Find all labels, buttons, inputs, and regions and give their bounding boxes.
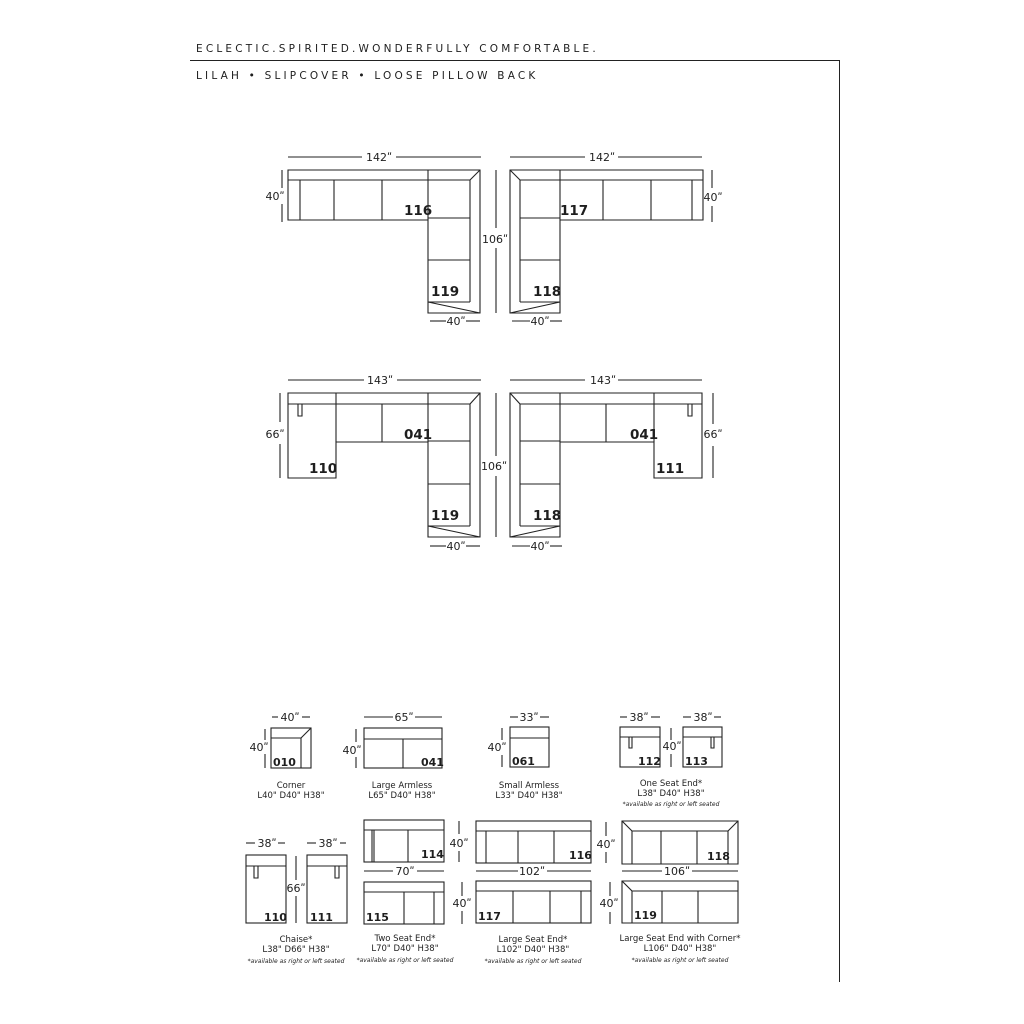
dim-40: 40ʺ	[280, 711, 299, 724]
piece-name: Chaise*	[280, 935, 313, 945]
dim-33: 33ʺ	[519, 711, 538, 724]
dim-66: 66ʺ	[265, 428, 284, 441]
right-rule	[839, 60, 840, 982]
piece-chaise: 38ʺ 38ʺ 66ʺ 110 111 Chaise* L38" D66" H3…	[245, 837, 348, 965]
dim-143: 143ʺ	[367, 374, 393, 387]
dim-40: 40ʺ	[265, 190, 284, 203]
piece-note: *available as right or left seated	[357, 957, 454, 964]
piece-small-armless: 33ʺ 40ʺ 061 Small Armless L33" D40" H38"	[487, 711, 562, 801]
piece-dims: L106" D40" H38"	[644, 944, 717, 954]
code-116: 116	[404, 203, 432, 219]
code-113: 113	[685, 755, 708, 768]
piece-name: Small Armless	[499, 781, 560, 791]
piece-two-seat-end: 114 40ʺ 70ʺ 40ʺ 115 Two Seat End* L70" D…	[357, 819, 472, 964]
code-111: 111	[656, 461, 684, 477]
dim-38: 38ʺ	[318, 837, 337, 850]
piece-dims: L65" D40" H38"	[368, 791, 435, 801]
code-041: 041	[421, 756, 444, 769]
code-110: 110	[309, 461, 337, 477]
sectional-117-118: 142ʺ 40ʺ 117 118 40ʺ	[509, 151, 723, 328]
dim-143: 143ʺ	[590, 374, 616, 387]
piece-note: *available as right or left seated	[623, 801, 720, 808]
code-118: 118	[707, 850, 730, 863]
piece-large-seat-end: 116 40ʺ 102ʺ 117 Large Seat End* L102" D…	[475, 820, 616, 965]
code-061: 061	[512, 755, 535, 768]
piece-dims: L38" D66" H38"	[262, 945, 329, 955]
dim-106: 106ʺ	[664, 865, 690, 878]
dim-102: 102ʺ	[519, 865, 545, 878]
piece-name: Large Armless	[372, 781, 433, 791]
piece-name: Large Seat End with Corner*	[620, 934, 741, 944]
dim-66: 66ʺ	[703, 428, 722, 441]
piece-dims: L70" D40" H38"	[371, 944, 438, 954]
piece-name: Two Seat End*	[374, 934, 436, 944]
dim-40: 40ʺ	[452, 897, 471, 910]
piece-name: Large Seat End*	[499, 935, 568, 945]
piece-corner: 40ʺ 40ʺ 010 Corner L40" D40" H38"	[249, 711, 324, 801]
dim-40: 40ʺ	[596, 838, 615, 851]
dim-40: 40ʺ	[446, 315, 465, 328]
sectional-110-041-119: 143ʺ 66ʺ 110 041 119 40ʺ	[265, 374, 481, 553]
code-111: 111	[310, 911, 333, 924]
dim-38: 38ʺ	[629, 711, 648, 724]
code-119: 119	[431, 508, 459, 524]
dim-40: 40ʺ	[487, 741, 506, 754]
header-rule	[190, 60, 840, 61]
code-112: 112	[638, 755, 661, 768]
dim-40: 40ʺ	[599, 897, 618, 910]
code-041: 041	[404, 427, 432, 443]
piece-note: *available as right or left seated	[632, 957, 729, 964]
piece-dims: L33" D40" H38"	[495, 791, 562, 801]
piece-note: *available as right or left seated	[485, 958, 582, 965]
code-116: 116	[569, 849, 592, 862]
code-110: 110	[264, 911, 287, 924]
code-115: 115	[366, 911, 389, 924]
piece-dims: L102" D40" H38"	[497, 945, 570, 955]
dim-40: 40ʺ	[249, 741, 268, 754]
dim-40: 40ʺ	[446, 540, 465, 553]
code-119: 119	[634, 909, 657, 922]
dim-40: 40ʺ	[703, 191, 722, 204]
dim-70: 70ʺ	[395, 865, 414, 878]
dim-142: 142ʺ	[589, 151, 615, 164]
dim-66: 66ʺ	[286, 882, 305, 895]
piece-name: One Seat End*	[640, 779, 702, 789]
collection-subtitle: LILAH • SLIPCOVER • LOOSE PILLOW BACK	[196, 70, 539, 82]
dim-40: 40ʺ	[662, 740, 681, 753]
sectional-116-119: 142ʺ 40ʺ 116 119 40ʺ	[265, 151, 481, 328]
code-118: 118	[533, 508, 561, 524]
code-010: 010	[273, 756, 296, 769]
piece-dims: L38" D40" H38"	[637, 789, 704, 799]
piece-large-seat-end-corner: 118 106ʺ 40ʺ 119 Large Seat End with Cor…	[599, 820, 741, 964]
brand-tagline: ECLECTIC.SPIRITED.WONDERFULLY COMFORTABL…	[196, 43, 599, 55]
code-118: 118	[533, 284, 561, 300]
dim-106: 106ʺ	[482, 233, 508, 246]
dim-40: 40ʺ	[530, 315, 549, 328]
piece-one-seat-end: 38ʺ 38ʺ 40ʺ 112 113 One Seat End* L38" D…	[619, 711, 723, 808]
dim-106: 106ʺ	[481, 460, 507, 473]
code-117: 117	[478, 910, 501, 923]
code-119: 119	[431, 284, 459, 300]
piece-dims: L40" D40" H38"	[257, 791, 324, 801]
dim-38: 38ʺ	[693, 711, 712, 724]
dim-38: 38ʺ	[257, 837, 276, 850]
dim-65: 65ʺ	[394, 711, 413, 724]
dim-142: 142ʺ	[366, 151, 392, 164]
sectional-118-041-111: 143ʺ 66ʺ 041 111 118 40ʺ	[509, 374, 723, 553]
piece-name: Corner	[277, 781, 306, 791]
dim-40: 40ʺ	[530, 540, 549, 553]
piece-large-armless: 65ʺ 40ʺ 041 Large Armless L65" D40" H38"	[342, 711, 444, 801]
code-114: 114	[421, 848, 444, 861]
piece-note: *available as right or left seated	[248, 958, 345, 965]
dim-40: 40ʺ	[342, 744, 361, 757]
code-041: 041	[630, 427, 658, 443]
dim-40: 40ʺ	[449, 837, 468, 850]
code-117: 117	[560, 203, 588, 219]
